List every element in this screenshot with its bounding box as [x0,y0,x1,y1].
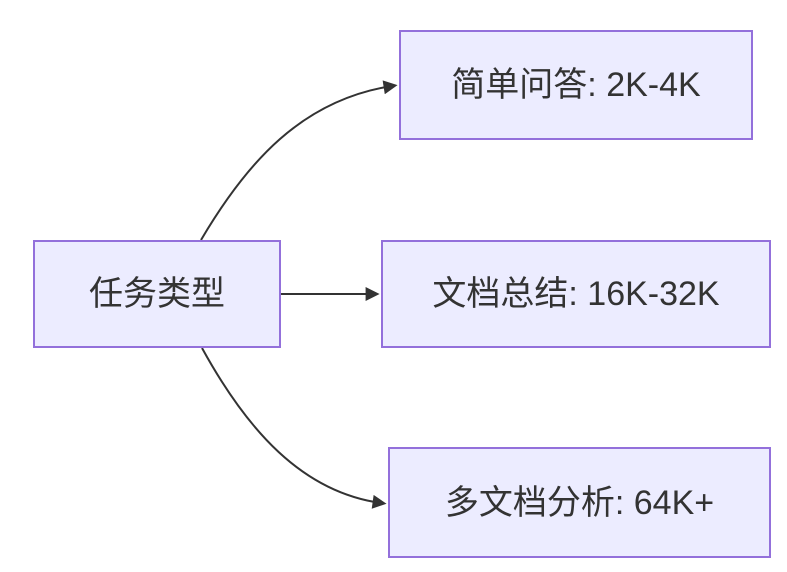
node-simple-qa: 简单问答: 2K-4K [399,30,753,140]
node-task-type-label: 任务类型 [89,275,225,313]
node-doc-summary: 文档总结: 16K-32K [381,240,771,348]
node-multidoc-analysis: 多文档分析: 64K+ [388,447,771,558]
node-doc-summary-label: 文档总结: 16K-32K [432,275,720,313]
node-task-type: 任务类型 [33,240,281,348]
node-multidoc-analysis-label: 多文档分析: 64K+ [444,483,715,522]
edge-root-to-simple-qa [200,80,398,241]
edge-root-to-multidoc-analysis [201,347,387,509]
node-simple-qa-label: 简单问答: 2K-4K [451,66,701,104]
